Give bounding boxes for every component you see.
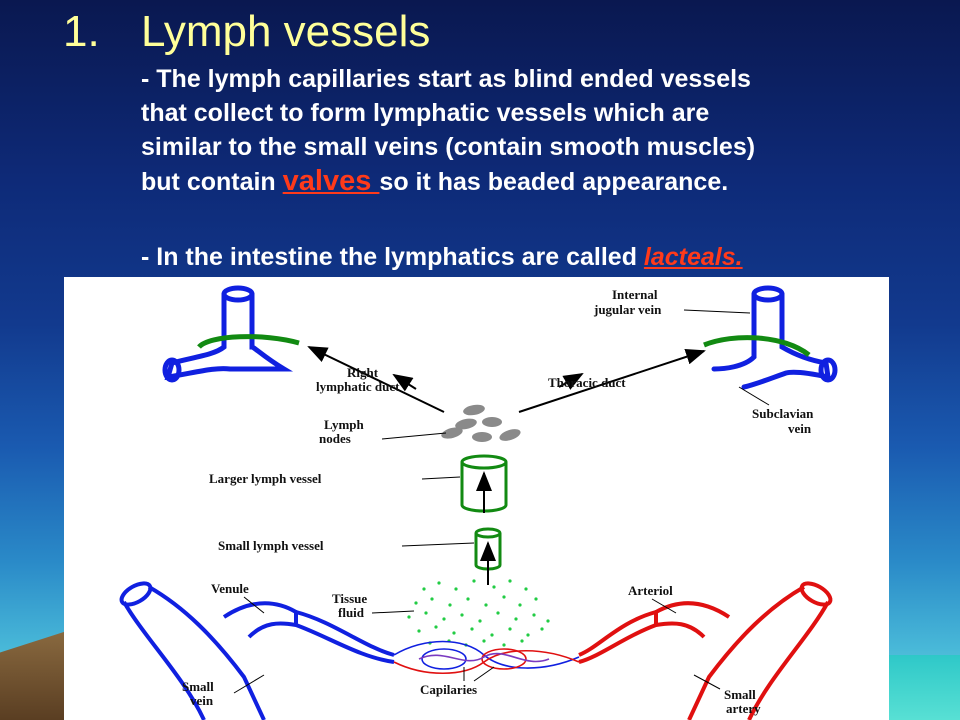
right-lymph-duct-join [703, 335, 811, 358]
label-lymph-nodes-1: Lymph [324, 417, 365, 432]
label-small-vein-1: Small [182, 679, 214, 694]
label-tissue-fluid-1: Tissue [332, 591, 367, 606]
right-vein-junction [711, 285, 838, 390]
paragraph-1-line-2: that collect to form lymphatic vessels w… [141, 99, 710, 127]
label-tissue-fluid-2: fluid [338, 605, 365, 620]
lymph-diagram-panel: Internal jugular vein Right lymphatic du… [64, 277, 889, 720]
label-lymph-nodes-2: nodes [319, 431, 351, 446]
background-hill [0, 630, 70, 720]
label-capilaries: Capilaries [420, 682, 477, 697]
paragraph-1-line-3: similar to the small veins (contain smoo… [141, 133, 756, 161]
label-thoracic-duct: Thoracic duct [548, 375, 626, 390]
tissue-fluid-dots [407, 579, 550, 647]
label-small-artery-2: artery [726, 701, 761, 716]
label-subclavian-2: vein [788, 421, 812, 436]
lymph-nodes [441, 404, 521, 442]
arrow-small-left [392, 373, 417, 392]
valves-highlight: valves [282, 165, 380, 197]
background-sea [888, 655, 960, 720]
label-right-lymphatic-2: lymphatic duct [316, 379, 400, 394]
paragraph-1-line-1: - The lymph capillaries start as blind e… [141, 65, 751, 93]
label-internal-jugular-1: Internal [612, 287, 658, 302]
paragraph-2-post: . [735, 243, 743, 271]
capillary-bed [393, 640, 580, 675]
line-4-pre: but contain [141, 168, 283, 196]
line-4-post: so it has beaded appearance. [379, 168, 729, 196]
paragraph-2-pre: - In the intestine the lymphatics are ca… [141, 243, 644, 271]
paragraph-1: - The lymph capillaries start as blind e… [141, 62, 881, 199]
lymph-diagram: Internal jugular vein Right lymphatic du… [119, 285, 838, 720]
paragraph-2: - In the intestine the lymphatics are ca… [141, 240, 881, 274]
label-right-lymphatic-1: Right [347, 365, 379, 380]
label-larger-vessel: Larger lymph vessel [209, 471, 322, 486]
paragraph-1-line-4: but contain valves so it has beaded appe… [141, 164, 881, 199]
label-small-vein-2: vein [190, 693, 214, 708]
diagram-labels: Internal jugular vein Right lymphatic du… [182, 287, 814, 716]
label-venule: Venule [211, 581, 249, 596]
arrow-to-thoracic-duct [518, 349, 706, 413]
label-arteriol: Arteriol [628, 583, 673, 598]
arrow-small-right [558, 373, 584, 390]
arteriol-and-small-artery [578, 581, 833, 720]
left-vein-junction [162, 285, 294, 383]
venule-and-small-vein [119, 581, 395, 720]
label-internal-jugular-2: jugular vein [593, 302, 662, 317]
title-text: Lymph vessels [141, 7, 431, 56]
left-lymph-duct-join [197, 334, 300, 349]
lacteals-highlight: lacteals [643, 243, 736, 271]
label-small-vessel: Small lymph vessel [218, 538, 324, 553]
arrow-to-right-duct [307, 346, 445, 413]
label-small-artery-1: Small [724, 687, 756, 702]
title-number: 1. [63, 7, 100, 56]
label-subclavian-1: Subclavian [752, 406, 814, 421]
